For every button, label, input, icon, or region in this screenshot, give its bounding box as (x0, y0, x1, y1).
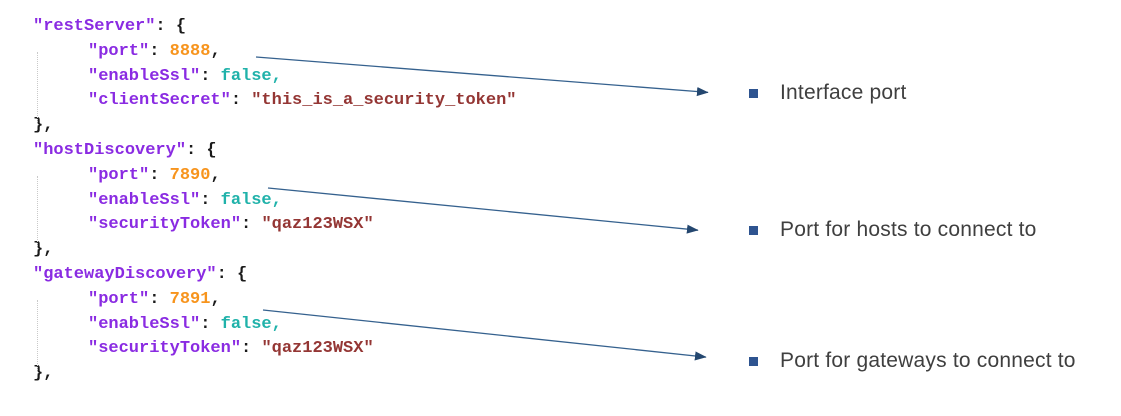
code-line: "port": 8888, (33, 40, 516, 65)
token-punct: : { (186, 140, 217, 160)
square-bullet-icon (749, 88, 758, 98)
token-punct: , (210, 165, 221, 185)
callout-interface-port: Interface port (749, 81, 907, 105)
square-bullet-icon (749, 225, 758, 235)
token-str: "qaz123WSX" (261, 215, 374, 235)
token-punct: : (149, 41, 170, 61)
code-line: }, (33, 362, 516, 387)
callout-label: Port for gateways to connect to (780, 349, 1076, 372)
token-punct: : { (155, 17, 187, 36)
square-bullet-icon (749, 356, 758, 366)
code-line: "securityToken": "qaz123WSX" (33, 213, 516, 238)
token-key: "clientSecret" (88, 91, 231, 111)
code-line: "hostDiscovery": { (33, 139, 516, 164)
token-punct: : (241, 339, 262, 359)
token-punct: : (241, 215, 262, 235)
code-line: "enableSsl": false, (33, 65, 516, 90)
token-key: "enableSsl" (88, 66, 201, 86)
indent-guide (37, 300, 38, 374)
indent-guide (37, 52, 38, 126)
code-line: }, (33, 114, 516, 139)
indent-guide (37, 176, 38, 250)
callout-host-port: Port for hosts to connect to (749, 218, 1037, 242)
token-key: "gatewayDiscovery" (33, 264, 217, 284)
token-punct: }, (33, 364, 54, 384)
token-punct: : { (216, 264, 248, 284)
token-punct: : (200, 66, 221, 86)
token-key: "port" (88, 289, 150, 309)
token-punct: , (210, 289, 221, 309)
token-key: "hostDiscovery" (33, 140, 187, 160)
callout-label: Interface port (780, 81, 907, 104)
token-bool: false, (220, 66, 282, 86)
token-key: "restServer" (33, 17, 156, 36)
token-bool: false, (220, 314, 282, 334)
token-punct: : (149, 165, 170, 185)
token-bool: false, (220, 190, 282, 210)
token-punct: : (200, 190, 221, 210)
token-punct: : (200, 314, 221, 334)
token-num: 8888 (169, 41, 211, 61)
token-key: "port" (88, 41, 150, 61)
token-punct: , (210, 41, 221, 61)
code-line: "enableSsl": false, (33, 313, 516, 338)
token-num: 7891 (169, 289, 211, 309)
code-line: "port": 7891, (33, 288, 516, 313)
callout-gateway-port: Port for gateways to connect to (749, 349, 1076, 373)
callout-label: Port for hosts to connect to (780, 218, 1037, 241)
code-line: }, (33, 238, 516, 263)
token-key: "enableSsl" (88, 314, 201, 334)
code-line: "enableSsl": false, (33, 189, 516, 214)
token-punct: : (149, 289, 170, 309)
code-line: "port": 7890, (33, 164, 516, 189)
json-code-block: "restServer": {"port": 8888,"enableSsl":… (33, 15, 516, 387)
token-key: "enableSsl" (88, 190, 201, 210)
token-str: "this_is_a_security_token" (251, 91, 517, 111)
code-line: "gatewayDiscovery": { (33, 263, 516, 288)
token-key: "port" (88, 165, 150, 185)
code-line: "securityToken": "qaz123WSX" (33, 337, 516, 362)
token-str: "qaz123WSX" (261, 339, 374, 359)
token-key: "securityToken" (88, 339, 242, 359)
code-line: "restServer": { (33, 15, 516, 40)
token-key: "securityToken" (88, 215, 242, 235)
token-num: 7890 (169, 165, 211, 185)
code-line: "clientSecret": "this_is_a_security_toke… (33, 89, 516, 114)
token-punct: }, (33, 240, 54, 260)
token-punct: : (230, 91, 252, 111)
token-punct: }, (33, 116, 54, 136)
